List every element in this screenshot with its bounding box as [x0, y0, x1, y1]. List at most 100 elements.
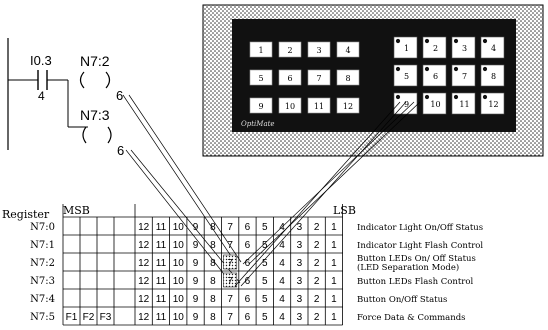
bit-cell: 5 — [262, 222, 268, 233]
connector-bottom-left — [125, 149, 232, 284]
bit-cell: 8 — [210, 276, 216, 287]
indicator-light-4 — [336, 41, 360, 58]
bit-cell: 7 — [227, 240, 233, 251]
button-label-6: 6 — [433, 72, 438, 81]
button-label-10: 10 — [430, 100, 440, 109]
indicator-label-11: 11 — [314, 102, 324, 111]
indicator-light-7 — [307, 69, 331, 86]
link-line-1 — [234, 101, 401, 287]
register-header: Register — [2, 208, 50, 221]
highlighted-bit — [223, 272, 238, 288]
bit-cell: 4 — [279, 294, 285, 305]
bit-cell: 11 — [156, 276, 167, 287]
indicator-light-6 — [278, 69, 302, 86]
register-label: N7:4 — [30, 294, 55, 305]
button-led-1 — [395, 38, 401, 44]
bit-cell: 4 — [279, 312, 285, 323]
bit-cell: 2 — [314, 258, 320, 269]
bit-cell: 6 — [245, 222, 251, 233]
indicator-light-2 — [278, 41, 302, 58]
bit-cell: 2 — [314, 222, 320, 233]
button-led-3 — [453, 38, 459, 44]
bit-cell: 1 — [331, 312, 337, 323]
bit-cell: 8 — [210, 312, 216, 323]
bit-cell: 1 — [331, 222, 337, 233]
indicator-label-6: 6 — [287, 74, 292, 83]
bit-cell: 12 — [138, 294, 150, 305]
indicator-label-1: 1 — [258, 46, 263, 55]
bit-cell: 3 — [297, 312, 303, 323]
indicator-light-3 — [307, 41, 331, 58]
output-bottom-bit: 6 — [117, 143, 124, 158]
indicator-label-2: 2 — [287, 46, 292, 55]
button-led-10 — [424, 94, 430, 100]
panel-button-2[interactable] — [422, 36, 447, 59]
output-top-address: N7:2 — [80, 53, 110, 69]
bit-cell: 3 — [297, 294, 303, 305]
button-led-2 — [424, 38, 430, 44]
bit-cell: 7 — [227, 276, 233, 287]
indicator-label-4: 4 — [345, 46, 350, 55]
bit-cell: 9 — [193, 222, 199, 233]
bit-cell: 10 — [173, 240, 185, 251]
panel-button-1[interactable] — [393, 36, 418, 59]
bit-cell: 5 — [262, 276, 268, 287]
panel-button-10[interactable] — [422, 92, 447, 115]
button-label-7: 7 — [462, 72, 467, 81]
output-bottom-address: N7:3 — [80, 107, 110, 123]
panel-link-lines — [234, 101, 421, 287]
msb-label: MSB — [63, 204, 90, 217]
indicator-light-12 — [336, 97, 360, 114]
bit-cell: 11 — [156, 258, 167, 269]
panel-button-12[interactable] — [480, 92, 505, 115]
button-label-9: 9 — [404, 100, 409, 109]
indicator-light-11 — [307, 97, 331, 114]
panel-button-6[interactable] — [422, 64, 447, 87]
bit-cell: 7 — [227, 294, 233, 305]
register-label: N7:1 — [30, 240, 55, 251]
connector-top-left — [122, 94, 236, 263]
bit-cell: 1 — [331, 276, 337, 287]
bit-cell: 8 — [210, 222, 216, 233]
button-label-2: 2 — [433, 44, 438, 53]
button-led-5 — [395, 66, 401, 72]
indicator-label-10: 10 — [285, 102, 295, 111]
panel-button-3[interactable] — [451, 36, 476, 59]
bit-cell: 4 — [279, 222, 285, 233]
indicator-label-7: 7 — [316, 74, 321, 83]
button-label-12: 12 — [488, 100, 498, 109]
bit-cell: 4 — [279, 276, 285, 287]
bit-cell: 6 — [245, 294, 251, 305]
panel-button-5[interactable] — [393, 64, 418, 87]
bit-cell: 12 — [138, 222, 150, 233]
button-led-12 — [482, 94, 488, 100]
register-label: N7:2 — [30, 258, 55, 269]
bit-cell: 9 — [193, 240, 199, 251]
bit-cell: 10 — [173, 312, 185, 323]
panel-button-4[interactable] — [480, 36, 505, 59]
bit-cell: 8 — [210, 240, 216, 251]
bit-cell: 12 — [138, 276, 150, 287]
panel-button-11[interactable] — [451, 92, 476, 115]
link-line-3 — [242, 101, 415, 265]
indicator-light-5 — [249, 69, 273, 86]
indicator-light-9 — [249, 97, 273, 114]
ladder-logic: I0.3 4 N7:2 6 N7:3 6 — [7, 38, 124, 158]
bit-cell: 3 — [297, 240, 303, 251]
bit-cell: 3 — [297, 222, 303, 233]
panel-button-7[interactable] — [451, 64, 476, 87]
bit-cell: 9 — [193, 294, 199, 305]
bit-cell: 2 — [314, 312, 320, 323]
button-label-8: 8 — [491, 72, 496, 81]
force-flag-cell: F1 — [66, 312, 78, 323]
bit-cell: 12 — [138, 312, 150, 323]
button-led-6 — [424, 66, 430, 72]
register-label: N7:3 — [30, 276, 55, 287]
bit-cell: 5 — [262, 312, 268, 323]
panel-button-8[interactable] — [480, 64, 505, 87]
